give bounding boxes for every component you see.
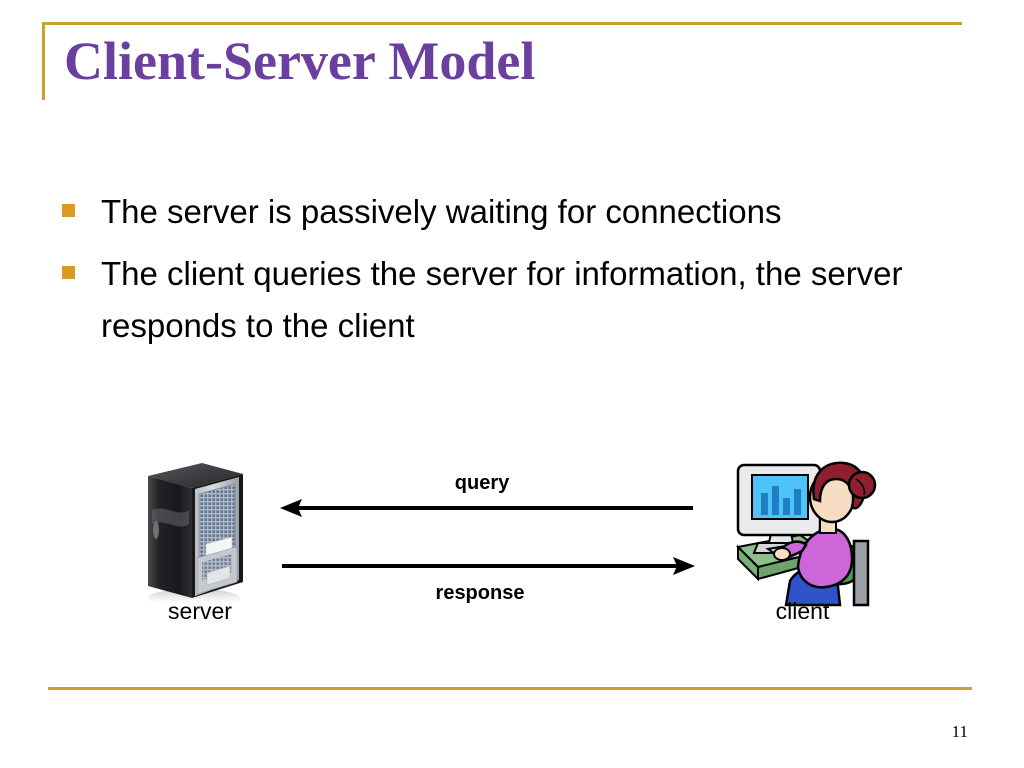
bullet-text: The client queries the server for inform… <box>101 255 903 344</box>
response-arrow-icon <box>282 557 695 575</box>
square-bullet-icon <box>62 266 75 279</box>
server-tower-icon <box>148 463 243 607</box>
client-label: client <box>775 598 830 624</box>
bottom-rule <box>48 687 972 690</box>
list-item: The server is passively waiting for conn… <box>62 186 962 238</box>
bullet-text: The server is passively waiting for conn… <box>101 193 782 230</box>
list-item: The client queries the server for inform… <box>62 248 962 352</box>
server-label: server <box>168 598 232 624</box>
title-left-rule <box>42 22 45 100</box>
client-server-diagram: server query response <box>0 450 1024 640</box>
square-bullet-icon <box>62 204 75 217</box>
bullet-list: The server is passively waiting for conn… <box>62 186 962 362</box>
title-top-rule <box>42 22 962 25</box>
page-number: 11 <box>951 722 968 741</box>
query-label: query <box>454 472 510 494</box>
query-arrow-icon <box>280 499 693 517</box>
response-label: response <box>435 582 525 604</box>
person-at-computer-icon <box>735 461 877 607</box>
page-title: Client-Server Model <box>64 31 536 91</box>
